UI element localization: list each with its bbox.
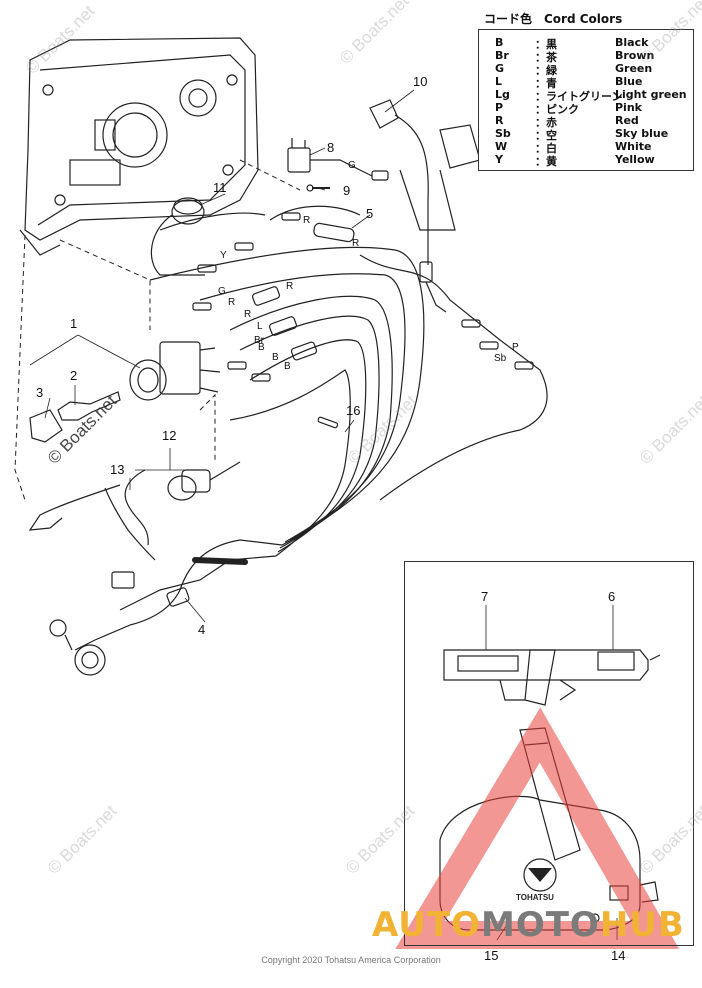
- callout-3: 3: [36, 385, 44, 400]
- automotohub-brand: AUTOMOTOHUB: [372, 905, 685, 945]
- wire-harness: [74, 205, 548, 651]
- legend-code: L: [495, 75, 503, 88]
- wire-label: R: [286, 281, 294, 292]
- part-2-key: [57, 391, 121, 421]
- callout-6: 6: [608, 589, 616, 604]
- legend-code: P: [495, 101, 504, 114]
- wire-label: Sb: [494, 353, 507, 364]
- part-4-harness-end: [49, 557, 248, 676]
- callout-8: 8: [327, 140, 335, 155]
- wire-label: B: [272, 352, 279, 363]
- callout-16: 16: [346, 403, 361, 418]
- legend-code: G: [495, 62, 505, 75]
- legend-jp: ：ピンク: [535, 103, 579, 116]
- guide-lines: [14, 159, 301, 501]
- legend-jp: ：空: [535, 129, 557, 142]
- legend-code: Y: [495, 153, 503, 166]
- legend-en: Blue: [615, 75, 643, 88]
- legend-code: Br: [495, 49, 509, 62]
- wire-label: R: [244, 309, 252, 320]
- leader-lines: [29, 89, 618, 941]
- legend-en: White: [615, 140, 652, 153]
- part-9-screw: [306, 184, 330, 192]
- legend-jp: ：茶: [535, 51, 557, 64]
- legend-code: B: [495, 36, 504, 49]
- legend-jp: ：黄: [535, 155, 557, 168]
- legend-code: Sb: [495, 127, 511, 140]
- legend-en: Green: [615, 62, 653, 75]
- callout-12: 12: [162, 428, 177, 443]
- callout-5: 5: [366, 206, 374, 221]
- brand-part-1: AUTO: [372, 905, 481, 945]
- remote-control-housing: [19, 37, 259, 256]
- part-5-fuse: [313, 222, 355, 243]
- wire-label: R: [352, 238, 360, 249]
- part-8-relay: [287, 138, 389, 181]
- wire-label: G: [218, 286, 226, 297]
- legend-en: Brown: [615, 49, 655, 62]
- control-box-inset: [404, 561, 694, 946]
- callout-10: 10: [413, 74, 428, 89]
- part-13-lanyard: [28, 469, 156, 561]
- cord-color-legend: B ：黒 Black Br ：茶 Brown G ：緑 Green L ：青 Blue Lg ：ラ…: [478, 29, 694, 171]
- legend-title: コード色 Cord Colors: [484, 12, 623, 26]
- legend-en: Sky blue: [615, 127, 669, 140]
- legend-jp: ：白: [535, 142, 557, 155]
- wire-label: Y: [220, 250, 227, 261]
- tohatsu-emblem: [528, 868, 552, 882]
- legend-jp: ：緑: [535, 64, 557, 77]
- callout-15: 15: [484, 948, 499, 963]
- part-11-buzzer: [150, 197, 205, 276]
- callout-14: 14: [611, 948, 626, 963]
- wire-label: Br: [254, 335, 264, 346]
- connectors: [192, 212, 534, 429]
- callout-11: 11: [213, 180, 227, 195]
- wire-label: G: [348, 160, 356, 171]
- callout-4: 4: [198, 622, 206, 637]
- legend-en: Pink: [615, 101, 642, 114]
- legend-code: R: [495, 114, 504, 127]
- legend-jp: ：青: [535, 77, 557, 90]
- legend-en: Light green: [615, 88, 687, 101]
- wire-label: P: [512, 342, 519, 353]
- legend-jp: ：ライトグリーン: [535, 90, 623, 103]
- legend-en: Black: [615, 36, 649, 49]
- legend-code: W: [495, 140, 508, 153]
- wire-label: R: [303, 215, 311, 226]
- legend-jp: ：黒: [535, 38, 557, 51]
- automotohub-triangle: [395, 707, 680, 949]
- callout-13: 13: [110, 462, 125, 477]
- legend-code: Lg: [495, 88, 510, 101]
- part-10-switch: [369, 99, 481, 313]
- legend-en: Red: [615, 114, 639, 127]
- callout-1: 1: [70, 316, 78, 331]
- wire-label: B: [284, 361, 291, 372]
- part-1-key-switch: [129, 341, 221, 401]
- wire-label: B: [258, 342, 265, 353]
- callout-9: 9: [343, 183, 351, 198]
- tohatsu-logo: TOHATSU: [516, 893, 554, 902]
- brand-part-3: HUB: [599, 905, 685, 945]
- wire-label: R: [228, 297, 236, 308]
- legend-jp: ：赤: [535, 116, 557, 129]
- legend-en: Yellow: [615, 153, 655, 166]
- callout-2: 2: [70, 368, 78, 383]
- part-12-stop-switch: [167, 461, 241, 501]
- copyright: Copyright 2020 Tohatsu America Corporati…: [261, 955, 441, 965]
- brand-part-2: MOTO: [480, 905, 600, 945]
- callout-7: 7: [481, 589, 489, 604]
- wire-label: L: [257, 321, 263, 332]
